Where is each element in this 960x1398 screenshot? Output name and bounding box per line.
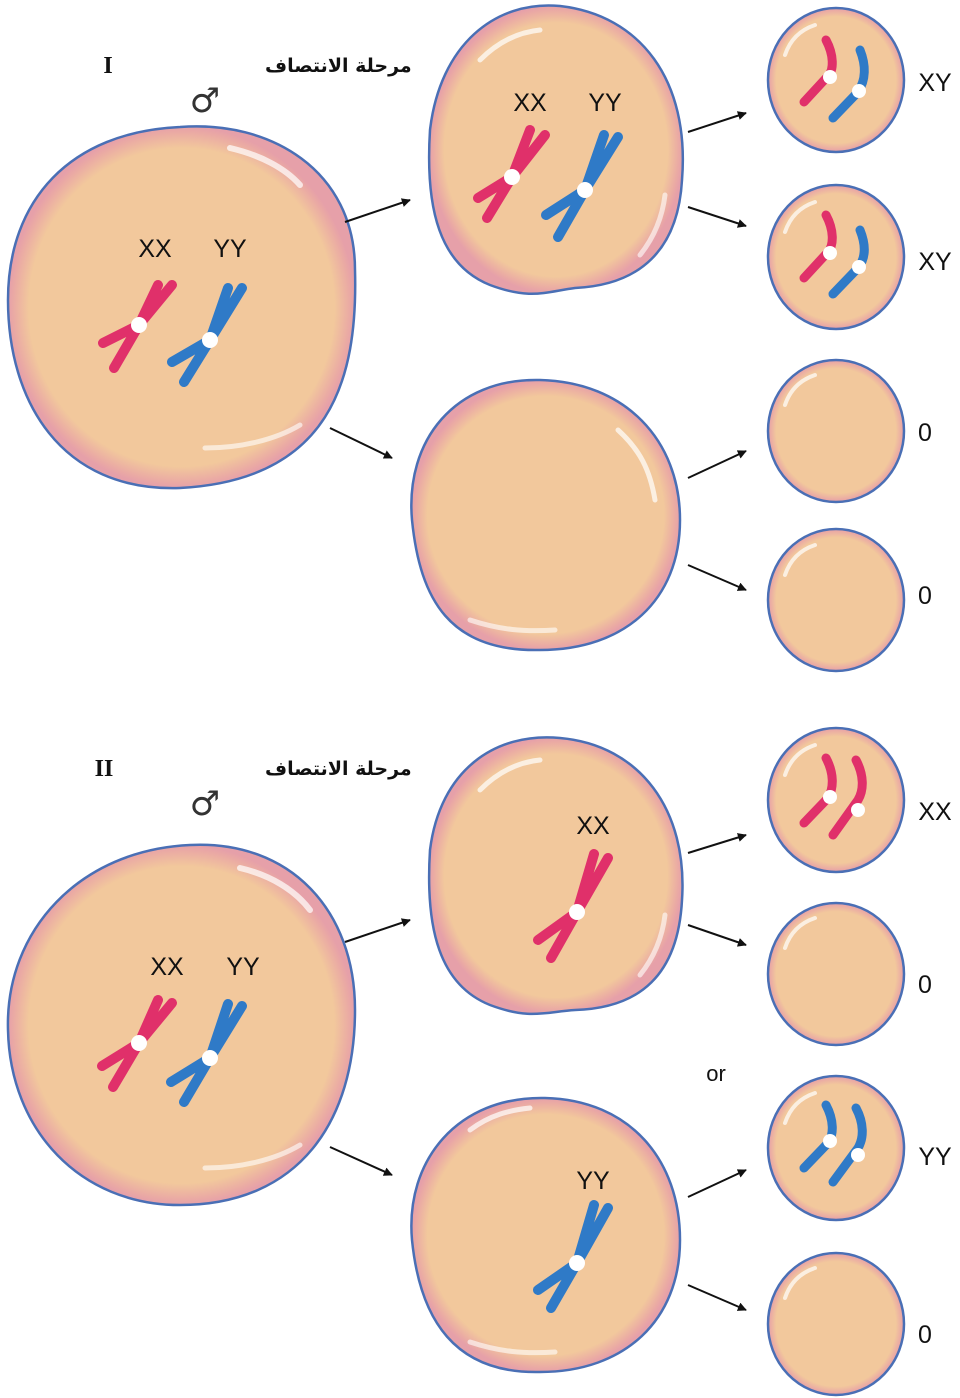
cell-body bbox=[427, 736, 684, 1016]
gamete-label: 0 bbox=[918, 1321, 932, 1349]
arrow bbox=[687, 924, 747, 947]
arrow bbox=[329, 427, 393, 459]
y-chromosome-pair bbox=[533, 1200, 613, 1313]
section-2-title: مرحلة الانتصاف bbox=[265, 758, 412, 780]
y-chromosome-pair bbox=[166, 999, 247, 1107]
parent-cell: XX YY bbox=[6, 125, 357, 490]
arrow bbox=[687, 206, 747, 228]
gamete-label: XY bbox=[918, 69, 952, 97]
arrow bbox=[687, 111, 747, 133]
cell-highlight bbox=[477, 27, 543, 63]
arrow bbox=[687, 564, 747, 591]
gamete-cell: XX bbox=[766, 726, 952, 874]
arrow bbox=[329, 1146, 393, 1176]
gamete-label: 0 bbox=[918, 971, 932, 999]
gamete-cell: YY bbox=[766, 1074, 952, 1222]
yy-label: YY bbox=[576, 1167, 610, 1195]
gamete-label: 0 bbox=[918, 419, 932, 447]
male-symbol-icon: ♂ bbox=[190, 81, 220, 121]
daughter-cell-top: XX bbox=[427, 736, 684, 1016]
section-1: مرحلة الانتصاف I ♂ XX YY bbox=[6, 4, 952, 673]
cell-body bbox=[410, 378, 682, 652]
cell-body bbox=[410, 1096, 682, 1374]
cell-highlight bbox=[637, 192, 668, 258]
gamete-label: 0 bbox=[918, 582, 932, 610]
daughter-cell-bottom bbox=[410, 378, 682, 652]
daughter-cell-top: XX YY bbox=[427, 4, 685, 295]
cell-highlight bbox=[615, 427, 658, 503]
xx-label: XX bbox=[138, 235, 172, 263]
or-label: or bbox=[706, 1061, 726, 1086]
gamete-cell: 0 bbox=[766, 358, 932, 504]
xx-label: XX bbox=[576, 812, 610, 840]
arrow bbox=[687, 833, 747, 854]
male-symbol-icon: ♂ bbox=[190, 784, 220, 824]
cell-highlight bbox=[202, 1142, 303, 1171]
section-1-roman-numeral: I bbox=[103, 53, 112, 79]
yy-label: YY bbox=[588, 89, 622, 117]
cell-highlight bbox=[237, 865, 313, 913]
gamete-label: XX bbox=[918, 798, 952, 826]
gamete-label: XY bbox=[918, 248, 952, 276]
cell-highlight bbox=[227, 145, 303, 188]
section-2-roman-numeral: II bbox=[95, 756, 114, 782]
arrow bbox=[344, 918, 411, 943]
arrow bbox=[687, 1284, 747, 1311]
arrow bbox=[687, 1169, 747, 1198]
cell-highlight bbox=[467, 617, 558, 634]
cell-highlight bbox=[202, 422, 303, 451]
yy-label: YY bbox=[226, 953, 260, 981]
x-chromosome-pair bbox=[533, 849, 613, 963]
x-chromosome-pair bbox=[473, 125, 550, 223]
cell-body bbox=[6, 125, 357, 490]
daughter-cell-bottom: YY bbox=[410, 1096, 682, 1374]
xx-label: XX bbox=[513, 89, 547, 117]
gamete-cell: 0 bbox=[766, 1251, 932, 1397]
y-chromosome-pair bbox=[167, 283, 247, 387]
x-chromosome-pair bbox=[98, 280, 177, 373]
x-chromosome-pair bbox=[97, 995, 177, 1092]
xx-label: XX bbox=[150, 953, 184, 981]
arrow bbox=[687, 450, 747, 479]
cell-highlight bbox=[637, 912, 668, 978]
arrow bbox=[344, 198, 411, 223]
gamete-cell: 0 bbox=[766, 527, 932, 673]
yy-label: YY bbox=[213, 235, 247, 263]
gamete-cell: XY bbox=[766, 183, 952, 331]
parent-cell: XX YY bbox=[6, 843, 357, 1207]
cell-body bbox=[427, 4, 685, 295]
gamete-label: YY bbox=[918, 1143, 952, 1171]
cell-body bbox=[6, 843, 357, 1207]
cell-highlight bbox=[477, 757, 543, 793]
section-2: مرحلة الانتصاف II ♂ XX YY bbox=[6, 726, 952, 1397]
gamete-cell: XY bbox=[766, 6, 952, 154]
section-1-title: مرحلة الانتصاف bbox=[265, 55, 412, 77]
cell-highlight bbox=[467, 1105, 533, 1133]
y-chromosome-pair bbox=[541, 130, 623, 242]
cell-highlight bbox=[467, 1339, 558, 1356]
gamete-cell: 0 bbox=[766, 901, 932, 1047]
